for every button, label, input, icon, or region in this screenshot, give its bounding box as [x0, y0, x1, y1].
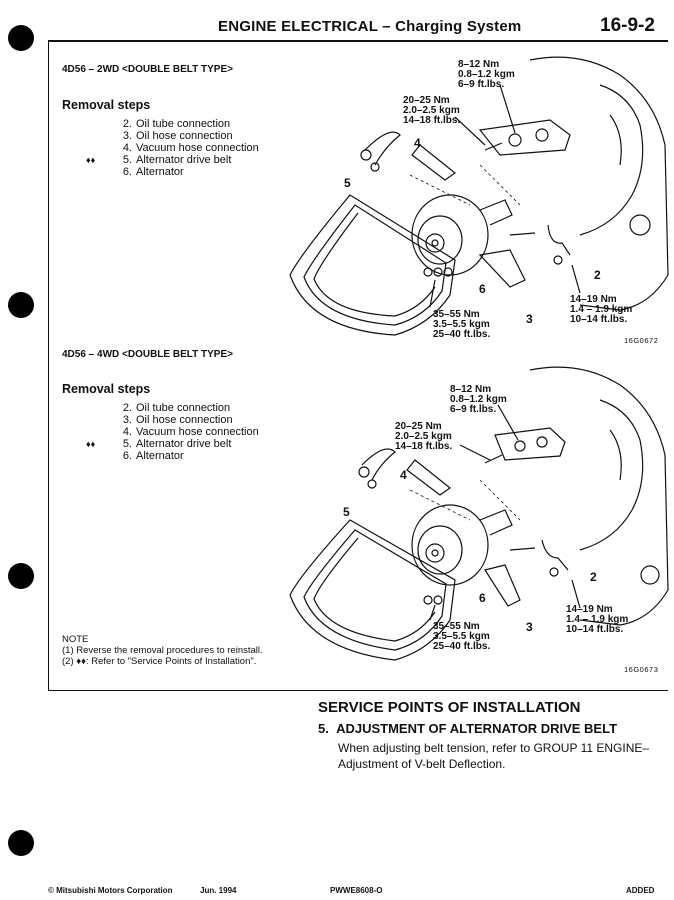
- torque-spec-mid: 20–25 Nm 2.0–2.5 kgm 14–18 ft.lbs.: [403, 95, 461, 126]
- binder-hole: [8, 25, 34, 51]
- note-line-1: (1) Reverse the removal procedures to re…: [62, 645, 263, 656]
- removal-step: 2.Oil tube connection: [122, 118, 231, 130]
- removal-step: 3.Oil hose connection: [122, 414, 233, 426]
- removal-step: 6.Alternator: [122, 166, 184, 178]
- binder-hole: [8, 830, 34, 856]
- installation-mark-icon: ♦♦: [86, 155, 96, 165]
- binder-hole: [8, 292, 34, 318]
- callout-4: 4: [400, 468, 407, 482]
- removal-step: 6.Alternator: [122, 450, 184, 462]
- removal-step: 3.Oil hose connection: [122, 130, 233, 142]
- service-point-body: When adjusting belt tension, refer to GR…: [338, 741, 650, 771]
- footer-copyright: © Mitsubishi Motors Corporation: [48, 886, 173, 895]
- footer-date: Jun. 1994: [200, 886, 237, 895]
- removal-step: 4.Vacuum hose connection: [122, 142, 259, 154]
- frame-left-rule: [48, 40, 49, 690]
- footer-status: ADDED: [626, 886, 655, 895]
- torque-spec-bottom-left: 35–55 Nm 3.5–5.5 kgm 25–40 ft.lbs.: [433, 621, 491, 652]
- figure-code: 16G0672: [624, 336, 659, 345]
- removal-step: 4.Vacuum hose connection: [122, 426, 259, 438]
- callout-5: 5: [343, 505, 350, 519]
- note-block: NOTE (1) Reverse the removal procedures …: [62, 634, 263, 667]
- service-point-title: ADJUSTMENT OF ALTERNATOR DRIVE BELT: [336, 721, 618, 736]
- section-heading-4wd: 4D56 – 4WD <DOUBLE BELT TYPE>: [62, 349, 233, 360]
- page-number: 16-9-2: [600, 15, 655, 36]
- torque-spec-bottom-right: 14–19 Nm 1.4 – 1.9 kgm 10–14 ft.lbs.: [570, 294, 633, 325]
- callout-5: 5: [344, 176, 351, 190]
- removal-step: ♦♦5.Alternator drive belt: [86, 438, 232, 450]
- note-line-2: (2) ♦♦: Refer to "Service Points of Inst…: [62, 656, 257, 667]
- removal-step: 2.Oil tube connection: [122, 402, 231, 414]
- torque-spec-top: 8–12 Nm 0.8–1.2 kgm 6–9 ft.lbs.: [458, 59, 515, 90]
- service-point-item: 5. ADJUSTMENT OF ALTERNATOR DRIVE BELT: [318, 721, 617, 736]
- alternator-diagram-2wd: [289, 56, 669, 336]
- installation-mark-icon: ♦♦: [76, 656, 86, 667]
- section-heading-2wd: 4D56 – 2WD <DOUBLE BELT TYPE>: [62, 64, 233, 75]
- header-rule: [48, 40, 668, 42]
- torque-spec-mid: 20–25 Nm 2.0–2.5 kgm 14–18 ft.lbs.: [395, 421, 453, 452]
- removal-steps-list: 2.Oil tube connection 3.Oil hose connect…: [86, 118, 259, 178]
- callout-2: 2: [590, 570, 597, 584]
- removal-steps-title: Removal steps: [62, 98, 151, 112]
- service-point-number: 5.: [318, 721, 329, 736]
- torque-spec-bottom-right: 14–19 Nm 1.4 – 1.9 kgm 10–14 ft.lbs.: [566, 604, 629, 635]
- callout-2: 2: [594, 268, 601, 282]
- note-title: NOTE: [62, 634, 89, 645]
- footer-code: PWWE8608-O: [330, 886, 383, 895]
- removal-steps-list: 2.Oil tube connection 3.Oil hose connect…: [86, 402, 259, 462]
- figure-code: 16G0673: [624, 665, 659, 674]
- binder-hole: [8, 563, 34, 589]
- torque-spec-top: 8–12 Nm 0.8–1.2 kgm 6–9 ft.lbs.: [450, 384, 507, 415]
- frame-bottom-rule: [48, 690, 668, 691]
- torque-spec-bottom-left: 35–55 Nm 3.5–5.5 kgm 25–40 ft.lbs.: [433, 309, 491, 340]
- removal-steps-title: Removal steps: [62, 382, 151, 396]
- header-title: ENGINE ELECTRICAL: [218, 18, 378, 35]
- header-separator: –: [377, 18, 396, 35]
- removal-step: ♦♦5.Alternator drive belt: [86, 154, 232, 166]
- callout-6: 6: [479, 591, 486, 605]
- callout-3: 3: [526, 620, 533, 634]
- header-subtitle: Charging System: [395, 18, 522, 35]
- alternator-diagram-4wd: [289, 366, 669, 661]
- callout-4: 4: [414, 136, 421, 150]
- callout-3: 3: [526, 312, 533, 326]
- page-header-title: ENGINE ELECTRICAL – Charging System: [218, 18, 521, 35]
- service-points-title: SERVICE POINTS OF INSTALLATION: [318, 699, 581, 716]
- callout-6: 6: [479, 282, 486, 296]
- installation-mark-icon: ♦♦: [86, 439, 96, 449]
